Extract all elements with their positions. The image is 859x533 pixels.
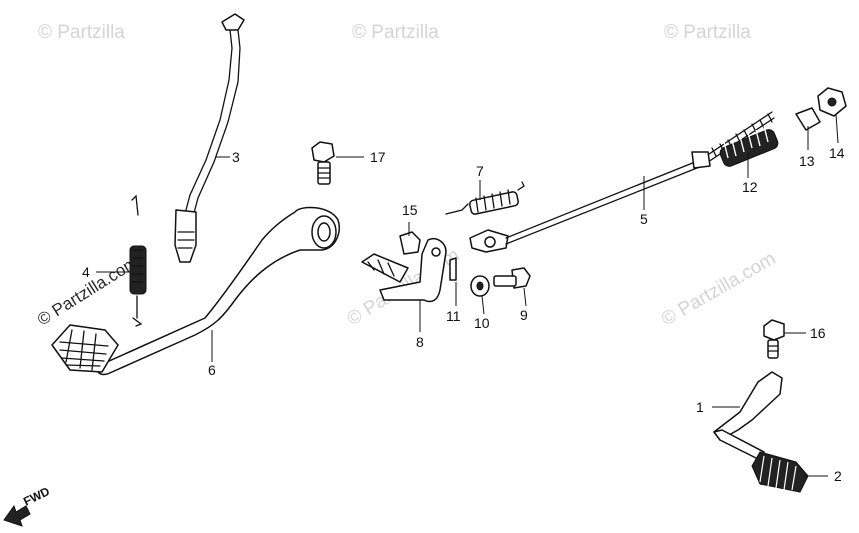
part-7-spring: [445, 181, 525, 215]
part-9-bolt: [493, 267, 531, 289]
fwd-indicator: FWD: [3, 484, 52, 527]
callout-13: 13: [799, 153, 815, 169]
watermark-top-center: © Partzilla: [352, 22, 439, 43]
part-6-brake-pedal: [51, 206, 340, 376]
part-4-spring: [129, 194, 147, 327]
callout-10: 10: [474, 315, 490, 331]
callout-6: 6: [208, 362, 216, 378]
fwd-arrow-icon: [3, 504, 31, 527]
callout-12: 12: [742, 179, 758, 195]
leader-lines: [96, 113, 839, 477]
part-11-cotter-pin: [449, 257, 457, 281]
part-1-arm: [713, 371, 783, 461]
callout-14: 14: [829, 145, 845, 161]
fwd-label: FWD: [21, 484, 52, 509]
callout-5: 5: [640, 211, 648, 227]
callout-16: 16: [810, 325, 826, 341]
watermark-top-left: © Partzilla: [38, 22, 125, 43]
callout-4: 4: [82, 264, 90, 280]
part-10-washer: [470, 275, 490, 297]
watermark-right: © Partzilla.com: [658, 248, 779, 330]
callout-11: 11: [446, 308, 461, 324]
callout-1: 1: [696, 399, 704, 415]
part-13-joint: [795, 107, 821, 131]
part-5-brake-rod: [469, 111, 775, 253]
callouts: 3 4 6 17 15 7 5 12 13 14 11 10 9 8 16 1 …: [82, 145, 845, 484]
part-12-spring: [719, 125, 779, 167]
callout-7: 7: [476, 163, 484, 179]
part-16-bolt: [763, 319, 785, 359]
part-3-brake-rod: [174, 13, 245, 263]
part-8-brake-arm: [361, 238, 447, 303]
callout-2: 2: [834, 468, 842, 484]
callout-8: 8: [416, 334, 424, 350]
part-17-bolt: [311, 141, 335, 185]
callout-3: 3: [232, 149, 240, 165]
callout-9: 9: [520, 307, 528, 323]
part-14-nut: [817, 87, 847, 117]
watermark-top-right: © Partzilla: [664, 22, 751, 43]
part-2-peg-rubber: [751, 451, 809, 493]
callout-17: 17: [370, 149, 386, 165]
callout-15: 15: [402, 202, 418, 218]
part-15-collar: [399, 231, 421, 255]
